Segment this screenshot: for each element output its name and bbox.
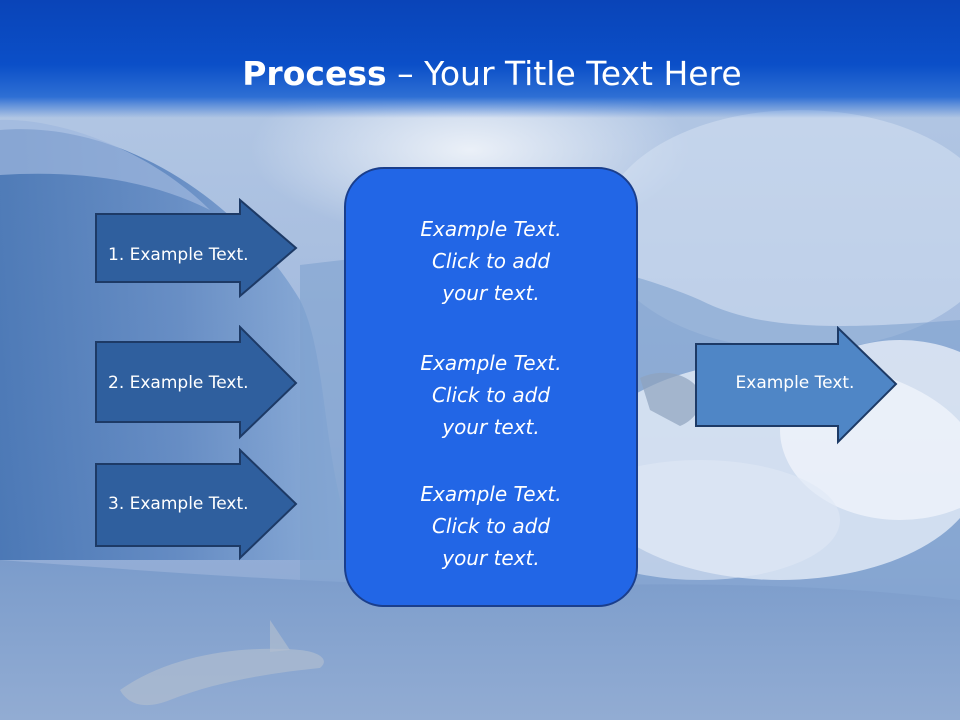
center-block-2: Example Text. Click to add your text. [344,347,638,443]
center-block-2-line-2: Click to add [431,383,551,407]
center-text-box [344,167,638,607]
center-block-1-line-1: Example Text. [420,217,562,241]
left-arrow-2 [95,325,298,440]
center-block-3-line-3: your text. [442,546,540,570]
title-band [0,0,960,118]
left-arrow-2-label: 2. Example Text. [108,373,249,393]
center-block-3: Example Text. Click to add your text. [344,478,638,574]
right-arrow [695,326,898,445]
title-rest: – Your Title Text Here [386,54,742,93]
center-block-2-line-3: your text. [442,415,540,439]
left-arrow-1 [95,198,298,299]
left-arrow-3 [95,448,298,561]
title-bold: Process [242,54,387,93]
center-block-1-line-2: Click to add [431,249,551,273]
left-arrow-1-label: 1. Example Text. [108,245,249,265]
center-block-1-line-3: your text. [442,281,540,305]
left-arrow-3-label: 3. Example Text. [108,494,249,514]
right-arrow-label: Example Text. [735,373,855,393]
center-block-1: Example Text. Click to add your text. [344,213,638,309]
center-block-3-line-1: Example Text. [420,482,562,506]
slide-title: Process – Your Title Text Here [0,52,960,96]
center-block-3-line-2: Click to add [431,514,551,538]
center-block-2-line-1: Example Text. [420,351,562,375]
